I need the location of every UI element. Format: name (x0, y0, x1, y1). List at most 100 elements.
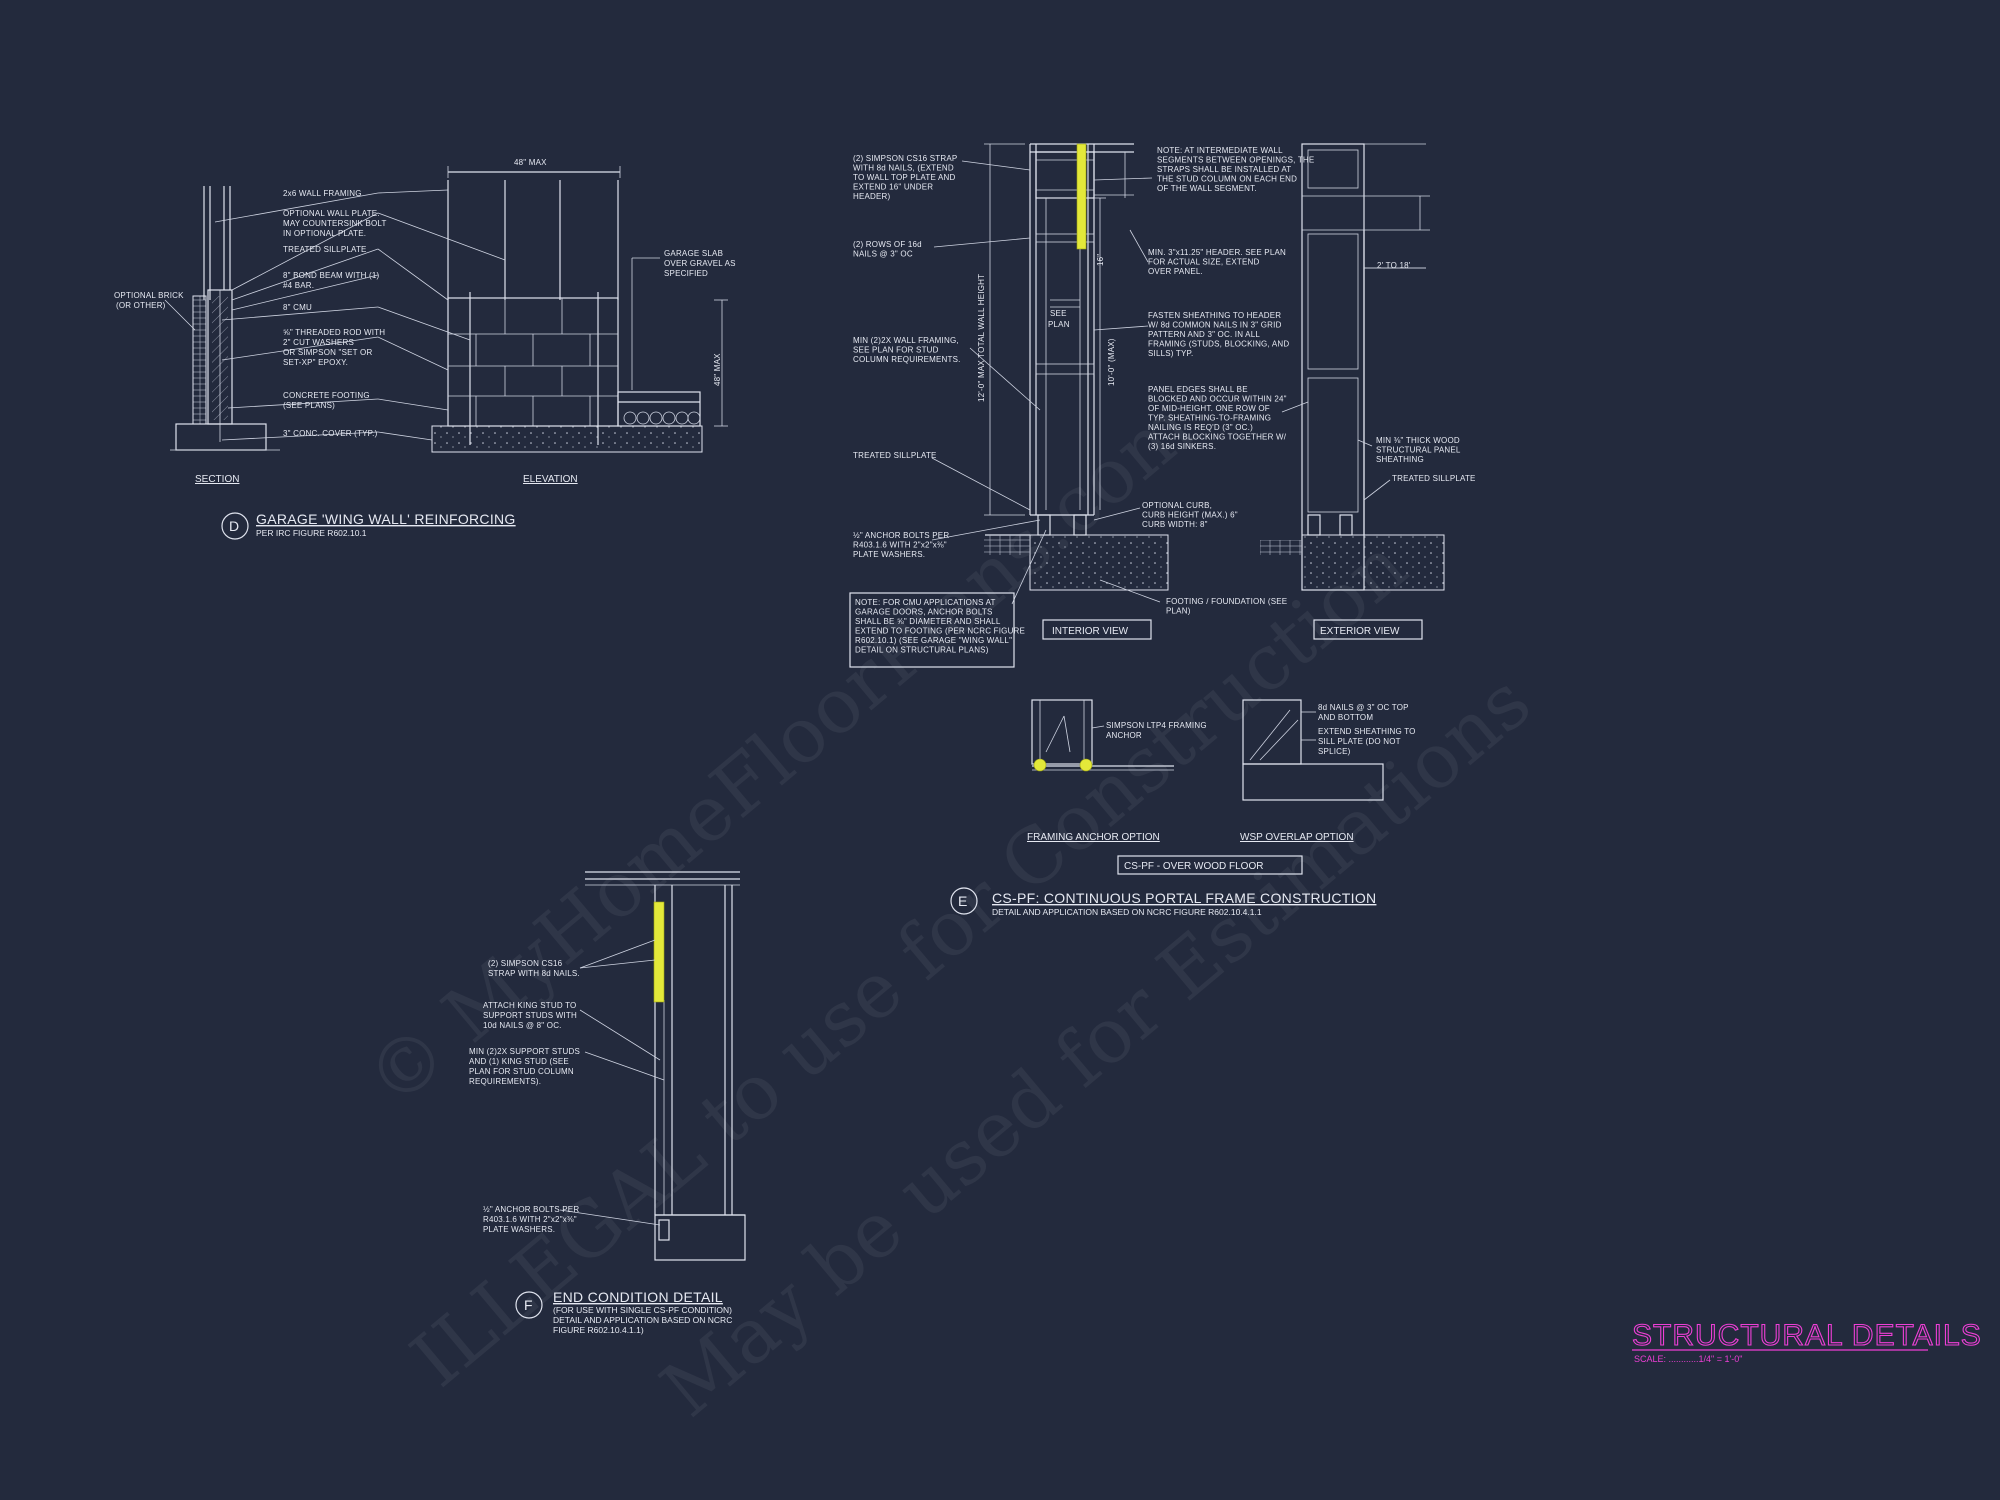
detail-d-marker: D (229, 518, 239, 534)
e-note-wood-sheathing-line-1: MIN ⅜" THICK WOOD (1376, 436, 1460, 445)
e-cmu-note-line-2: GARAGE DOORS, ANCHOR BOLTS (855, 608, 993, 617)
f-note-anchor-bolts-3: PLATE WASHERS. (483, 1225, 555, 1234)
e-note-treated-sillplate-line-1: TREATED SILLPLATE (853, 451, 937, 460)
detail-f-subtitle-3: FIGURE R602.10.4.1.1) (553, 1325, 644, 1335)
detail-f-marker: F (524, 1297, 533, 1313)
note-optional-wall-plate-1: OPTIONAL WALL PLATE. (283, 209, 380, 218)
detail-e-drawing (931, 143, 1445, 801)
note-optional-brick-1: OPTIONAL BRICK (114, 291, 184, 300)
sheet-title: STRUCTURAL DETAILS (1632, 1319, 1982, 1352)
e-note-panel-edges-line-4: TYP. SHEATHING-TO-FRAMING (1148, 414, 1271, 423)
option-note-extend-2: SILL PLATE (DO NOT (1318, 737, 1401, 746)
detail-d-drawing (164, 166, 728, 453)
e-note-ext-treated-sillplate-line-1: TREATED SILLPLATE (1392, 474, 1476, 483)
note-optional-wall-plate-2: MAY COUNTERSINK BOLT (283, 219, 387, 228)
note-garage-slab-3: SPECIFIED (664, 269, 708, 278)
e-note-cs16-strap-line-2: WITH 8d NAILS, (EXTEND (853, 164, 954, 173)
e-note-optional-curb-line-3: CURB WIDTH: 8" (1142, 520, 1208, 529)
e-note-fasten-sheathing-line-2: W/ 8d COMMON NAILS IN 3" GRID (1148, 321, 1282, 330)
note-optional-wall-plate-3: IN OPTIONAL PLATE. (283, 229, 366, 238)
e-note-intermediate-wall-line-5: OF THE WALL SEGMENT. (1157, 184, 1257, 193)
e-note-optional-curb-line-1: OPTIONAL CURB, (1142, 501, 1212, 510)
e-note-intermediate-wall-line-2: SEGMENTS BETWEEN OPENINGS, THE (1157, 156, 1314, 165)
e-note-anchor-bolts-line-2: R403.1.6 WITH 2"x2"x⅜" (853, 541, 947, 550)
option-note-8d-1: 8d NAILS @ 3" OC TOP (1318, 703, 1409, 712)
cmu-note-box (849, 592, 1015, 668)
height-10-dim: 10'-0" (MAX) (1107, 338, 1116, 386)
e-cmu-note-line-6: DETAIL ON STRUCTURAL PLANS) (855, 646, 989, 655)
sheet-scale: SCALE: ............1/4" = 1'-0" (1634, 1354, 1742, 1364)
f-note-king-stud-1: ATTACH KING STUD TO (483, 1001, 576, 1010)
e-cmu-note-line-1: NOTE: FOR CMU APPLICATIONS AT (855, 598, 996, 607)
detail-f-subtitle-1: (FOR USE WITH SINGLE CS-PF CONDITION) (553, 1305, 732, 1315)
f-note-king-stud-2: SUPPORT STUDS WITH (483, 1011, 577, 1020)
e-note-fasten-sheathing-line-3: PATTERN AND 3" OC. IN ALL (1148, 330, 1260, 339)
detail-d-marker-circle (221, 512, 249, 540)
e-note-fasten-sheathing-line-5: SILLS) TYP. (1148, 349, 1194, 358)
note-concrete-footing-2: (SEE PLANS) (283, 401, 335, 410)
note-treated-sillplate: TREATED SILLPLATE (283, 245, 367, 254)
note-optional-brick-2: (OR OTHER) (116, 301, 166, 310)
note-bond-beam-1: 8" BOND BEAM WITH (1) (283, 271, 380, 280)
note-8-cmu: 8" CMU (283, 303, 312, 312)
f-note-king-stud-3: 10d NAILS @ 8" OC. (483, 1021, 562, 1030)
note-bond-beam-2: #4 BAR. (283, 281, 314, 290)
e-note-rows-16d-line-2: NAILS @ 3" OC (853, 250, 913, 259)
e-note-panel-edges-line-6: ATTACH BLOCKING TOGETHER W/ (1148, 433, 1287, 442)
detail-d-title: GARAGE 'WING WALL' REINFORCING (256, 511, 516, 527)
f-note-support-studs-4: REQUIREMENTS). (469, 1077, 541, 1086)
e-note-anchor-bolts-line-1: ½" ANCHOR BOLTS PER (853, 531, 949, 540)
exterior-view-label: EXTERIOR VIEW (1320, 626, 1400, 637)
detail-e-labels: 12'-0" MAX TOTAL WALL HEIGHT 10'-0" (MAX… (950, 254, 1423, 917)
f-note-anchor-bolts-1: ½" ANCHOR BOLTS PER (483, 1205, 579, 1214)
e-note-min-wall-framing-line-2: SEE PLAN FOR STUD (853, 346, 939, 355)
e-note-wood-sheathing-line-3: SHEATHING (1376, 455, 1424, 464)
option-note-extend-3: SPLICE) (1318, 747, 1351, 756)
option-note-ltp4-1: SIMPSON LTP4 FRAMING (1106, 721, 1207, 730)
e-note-fasten-sheathing-line-4: FRAMING (STUDS, BLOCKING, AND (1148, 340, 1289, 349)
detail-e-marker-circle (950, 887, 978, 915)
interior-view-box (1042, 619, 1152, 640)
floor-label-box (1117, 855, 1303, 875)
e-note-min-wall-framing-line-1: MIN (2)2X WALL FRAMING, (853, 336, 959, 345)
dimension-48-max-top: 48" MAX (514, 158, 547, 167)
e-note-min-wall-framing-line-3: COLUMN REQUIREMENTS. (853, 355, 961, 364)
note-threaded-rod-1: ⅝" THREADED ROD WITH (283, 328, 385, 337)
interior-view-label: INTERIOR VIEW (1052, 626, 1129, 637)
see-plan-2: PLAN (1048, 320, 1070, 329)
detail-e-title: CS-PF: CONTINUOUS PORTAL FRAME CONSTRUCT… (992, 890, 1376, 906)
e-note-panel-edges-line-2: BLOCKED AND OCCUR WITHIN 24" (1148, 395, 1287, 404)
f-note-cs16-1: (2) SIMPSON CS16 (488, 959, 563, 968)
wsp-overlap-option-label: WSP OVERLAP OPTION (1240, 832, 1354, 843)
e-note-cs16-strap-line-4: EXTEND 16" UNDER (853, 183, 933, 192)
detail-f-notes: (2) SIMPSON CS16 STRAP WITH 8d NAILS. AT… (469, 959, 732, 1335)
note-concrete-footing-1: CONCRETE FOOTING (283, 391, 370, 400)
e-note-panel-edges-line-7: (3) 16d SINKERS. (1148, 442, 1216, 451)
note-garage-slab-2: OVER GRAVEL AS (664, 259, 736, 268)
f-note-support-studs-1: MIN (2)2X SUPPORT STUDS (469, 1047, 580, 1056)
e-note-intermediate-wall-line-3: STRAPS SHALL BE INSTALLED AT (1157, 165, 1291, 174)
note-threaded-rod-4: SET-XP" EPOXY. (283, 358, 348, 367)
f-note-anchor-bolts-2: R403.1.6 WITH 2"x2"x⅜" (483, 1215, 577, 1224)
option-note-extend-1: EXTEND SHEATHING TO (1318, 727, 1416, 736)
detail-f-subtitle-2: DETAIL AND APPLICATION BASED ON NCRC (553, 1315, 732, 1325)
title-block: STRUCTURAL DETAILS SCALE: ............1/… (1631, 1318, 1982, 1364)
e-note-header-line-1: MIN. 3"x11.25" HEADER. SEE PLAN (1148, 248, 1286, 257)
detail-e-marker: E (958, 893, 968, 909)
exterior-view-box (1313, 619, 1423, 640)
detail-e-subtitle: DETAIL AND APPLICATION BASED ON NCRC FIG… (992, 907, 1262, 917)
e-note-fasten-sheathing-line-1: FASTEN SHEATHING TO HEADER (1148, 311, 1281, 320)
option-note-8d-2: AND BOTTOM (1318, 713, 1373, 722)
detail-f-marker-circle (515, 1291, 543, 1319)
f-note-support-studs-2: AND (1) KING STUD (SEE (469, 1057, 569, 1066)
total-wall-height-dim: 12'-0" MAX TOTAL WALL HEIGHT (977, 274, 986, 402)
option-note-ltp4-2: ANCHOR (1106, 731, 1142, 740)
note-garage-slab-1: GARAGE SLAB (664, 249, 723, 258)
see-plan-1: SEE (1050, 309, 1067, 318)
e-note-cs16-strap-line-5: HEADER) (853, 192, 891, 201)
detail-d-notes: 2x6 WALL FRAMING OPTIONAL WALL PLATE. MA… (114, 158, 736, 540)
framing-anchor-option-label: FRAMING ANCHOR OPTION (1027, 832, 1160, 843)
